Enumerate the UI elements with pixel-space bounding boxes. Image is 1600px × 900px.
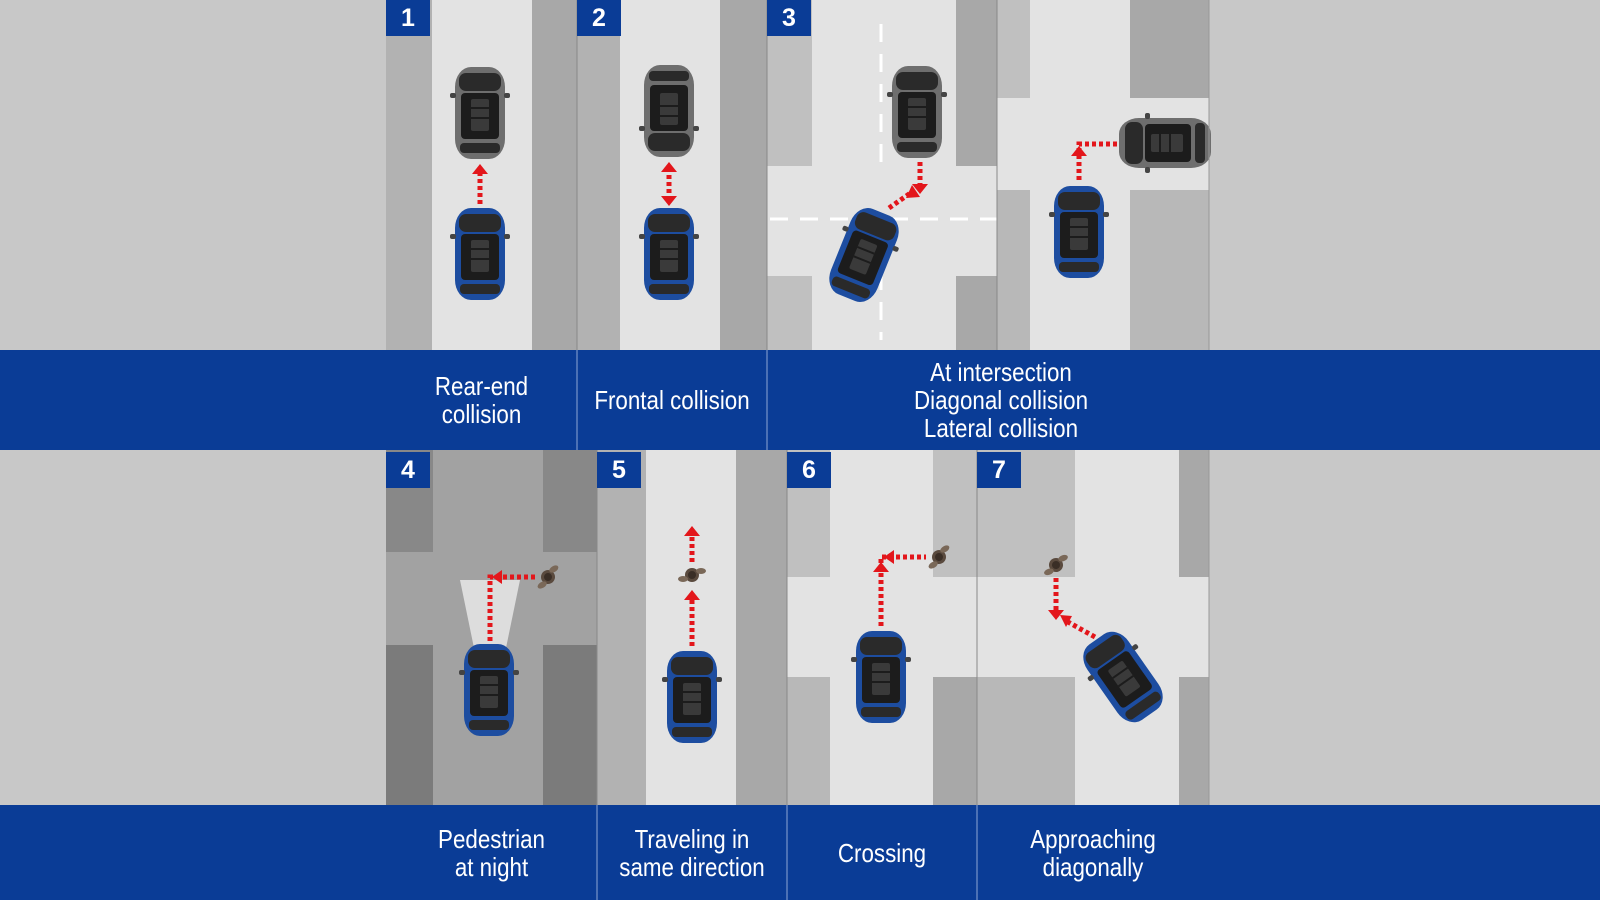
own-car-icon	[638, 207, 700, 301]
panel-7-number: 7	[977, 452, 1021, 488]
crossing-car-icon	[1118, 112, 1212, 174]
panel-6-scene	[787, 450, 977, 805]
panel-4-number: 4	[386, 452, 430, 488]
panel-6-number: 6	[787, 452, 831, 488]
own-car-icon	[449, 207, 511, 301]
panel-2-number: 2	[577, 0, 621, 36]
panel-6-caption: Crossing	[837, 837, 927, 868]
own-car-icon	[458, 643, 520, 737]
panel-3-lateral-scene	[997, 0, 1212, 350]
crossing-car-icon	[886, 65, 948, 159]
other-car-icon	[449, 66, 511, 160]
own-car-icon	[661, 650, 723, 744]
panel-3-intersection-scene	[767, 0, 997, 350]
panel-1-scene	[386, 0, 577, 350]
panel-4-scene	[386, 450, 597, 805]
panel-1-number: 1	[386, 0, 430, 36]
motion-arrow-icon	[878, 554, 926, 626]
oncoming-car-icon	[638, 64, 700, 158]
panel-2-scene	[577, 0, 767, 350]
motion-arrow-icon	[1076, 141, 1118, 180]
panel-3-number: 3	[767, 0, 811, 36]
panel-5-scene	[597, 450, 787, 805]
panel-7-scene	[977, 450, 1209, 805]
panel-5-number: 5	[597, 452, 641, 488]
motion-arrow-icon	[487, 574, 535, 642]
panel-2-caption: Frontal collision	[594, 385, 750, 415]
own-car-icon	[850, 630, 912, 724]
own-car-icon	[1048, 185, 1110, 279]
